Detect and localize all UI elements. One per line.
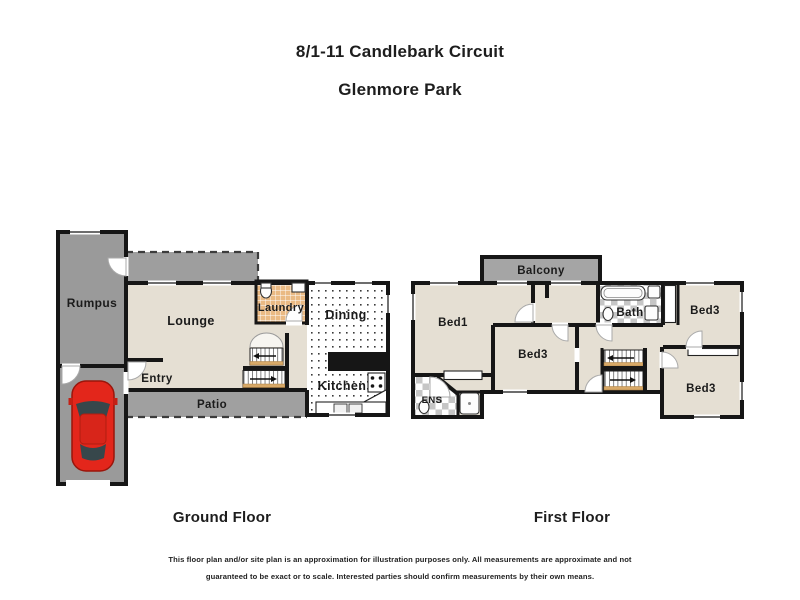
ground-floor-doors (61, 257, 303, 385)
car-rear-window (80, 444, 106, 461)
disclaimer-line-2: guaranteed to be exact or to scale. Inte… (205, 572, 595, 581)
hall-door-opening (574, 348, 580, 362)
bed1-door-swing (514, 303, 534, 323)
dining-kitchen-floor (307, 283, 388, 415)
rumpus-door-swing (107, 257, 127, 277)
stair-nosing (242, 383, 286, 388)
entry-door-opening (123, 372, 129, 394)
burner-icon (378, 376, 383, 380)
bed3-br-door-swing (661, 351, 679, 369)
disclaimer-text: This floor plan and/or site plan is an a… (0, 551, 800, 585)
rumpus-label: Rumpus (67, 296, 117, 310)
toilet-icon (418, 399, 430, 415)
car-icon (68, 380, 118, 472)
kitchen-counter (328, 352, 388, 371)
garage-door-opening (66, 480, 110, 486)
bed3-tr-label: Bed3 (690, 305, 720, 317)
linen-closet (663, 284, 677, 324)
page-subtitle: Glenmore Park (338, 80, 462, 99)
entry-door-swing (127, 361, 147, 381)
car-roof (79, 413, 107, 445)
bathtub-inner (603, 288, 643, 298)
stove-icon (367, 372, 386, 393)
patio-area (126, 390, 307, 417)
stair-arch (249, 332, 284, 348)
robe-bed3-br (687, 347, 739, 357)
bed3-br-label: Bed3 (686, 383, 716, 395)
balcony-walls (480, 255, 602, 283)
kitchen-label: Kitchen (318, 379, 367, 393)
page-title: 8/1-11 Candlebark Circuit (295, 42, 505, 61)
bath-label: Bath (616, 307, 643, 319)
ens-door-swing (429, 376, 451, 398)
bath-door-swing (595, 324, 613, 342)
stair-arrowhead (607, 355, 613, 361)
car-mirror (113, 398, 118, 405)
burner-icon (370, 376, 375, 380)
balcony-area (482, 257, 600, 283)
toilet-icon (602, 306, 614, 322)
rumpus-room (58, 232, 126, 366)
sink-icon (348, 403, 363, 414)
ground-floor-plan: Rumpus Lounge Laundry Dining Kitchen Ent… (56, 229, 391, 486)
sink-icon (333, 403, 348, 414)
hall-door-swing (584, 374, 603, 393)
garage-door-swing (61, 365, 81, 385)
bed3-mid-label: Bed3 (518, 349, 548, 361)
first-floor-walls (413, 283, 742, 417)
shower-drain (468, 402, 471, 405)
burner-icon (370, 384, 375, 388)
robe-bed1 (443, 370, 483, 381)
car-mirror (68, 398, 73, 405)
patio-label: Patio (197, 399, 227, 411)
ens-label: ENS (422, 395, 443, 406)
stair-arrowhead (271, 376, 277, 382)
corner-bench-edge (361, 389, 387, 404)
first-floor-plan: Balcony Bed1 Bed3 Bath Bed3 Bed3 ENS (410, 255, 745, 420)
deck-area (126, 252, 258, 283)
first-floor-doors (429, 303, 703, 398)
stair-arrowhead (630, 377, 636, 383)
dining-label: Dining (325, 308, 366, 322)
stair-nosing (249, 361, 284, 366)
balcony-label: Balcony (517, 265, 565, 277)
basin-icon (647, 285, 661, 299)
toilet-cistern (260, 282, 272, 289)
laundry-door-swing (285, 304, 303, 322)
bed1-label: Bed1 (438, 317, 468, 329)
lounge-label: Lounge (167, 314, 215, 328)
ground-floor-caption: Ground Floor (172, 509, 272, 526)
laundry-tub-icon (291, 282, 306, 293)
stair-nosing (603, 386, 644, 391)
ground-floor-stairs (242, 332, 289, 390)
stair-nosing (603, 362, 644, 367)
bathroom-fixtures (418, 285, 661, 415)
first-floor-stairs (600, 348, 647, 392)
first-floor-caption: First Floor (533, 509, 611, 526)
entry-label: Entry (141, 373, 173, 385)
deck-dashed-edge (126, 250, 260, 283)
disclaimer-line-1: This floor plan and/or site plan is an a… (168, 555, 632, 564)
laundry-door-opening (286, 320, 302, 326)
bed3-tr-door-swing (685, 330, 703, 348)
burner-icon (378, 384, 383, 388)
stair-divider-wall (602, 366, 645, 371)
laundry-label: Laundry (258, 302, 305, 314)
bed3-mid-door-swing (551, 324, 569, 342)
stair-arrowhead (253, 353, 259, 359)
vanity-icon (644, 305, 659, 321)
stair-divider-wall (243, 366, 287, 371)
bathtub-icon (600, 285, 646, 301)
